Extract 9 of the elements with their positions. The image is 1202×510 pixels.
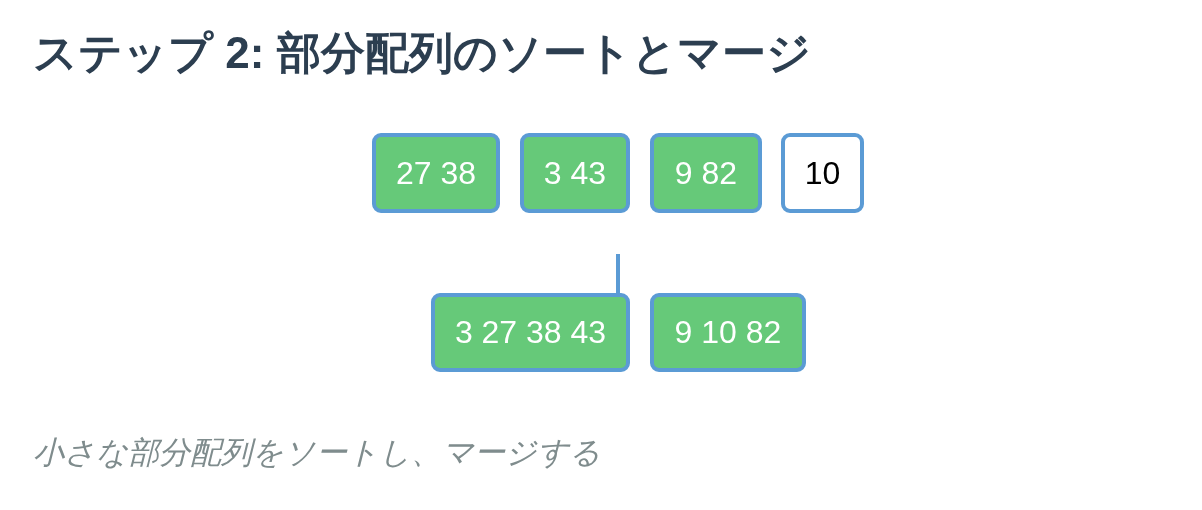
caption: 小さな部分配列をソートし、マージする xyxy=(33,436,601,471)
array-box: 9 10 82 xyxy=(650,293,806,372)
array-box: 3 27 38 43 xyxy=(431,293,630,372)
array-box: 10 xyxy=(781,133,864,213)
array-box: 3 43 xyxy=(520,133,630,213)
array-box: 27 38 xyxy=(372,133,500,213)
connector-line xyxy=(616,254,620,293)
array-box: 9 82 xyxy=(650,133,762,213)
title: ステップ 2: 部分配列のソートとマージ xyxy=(33,29,811,78)
